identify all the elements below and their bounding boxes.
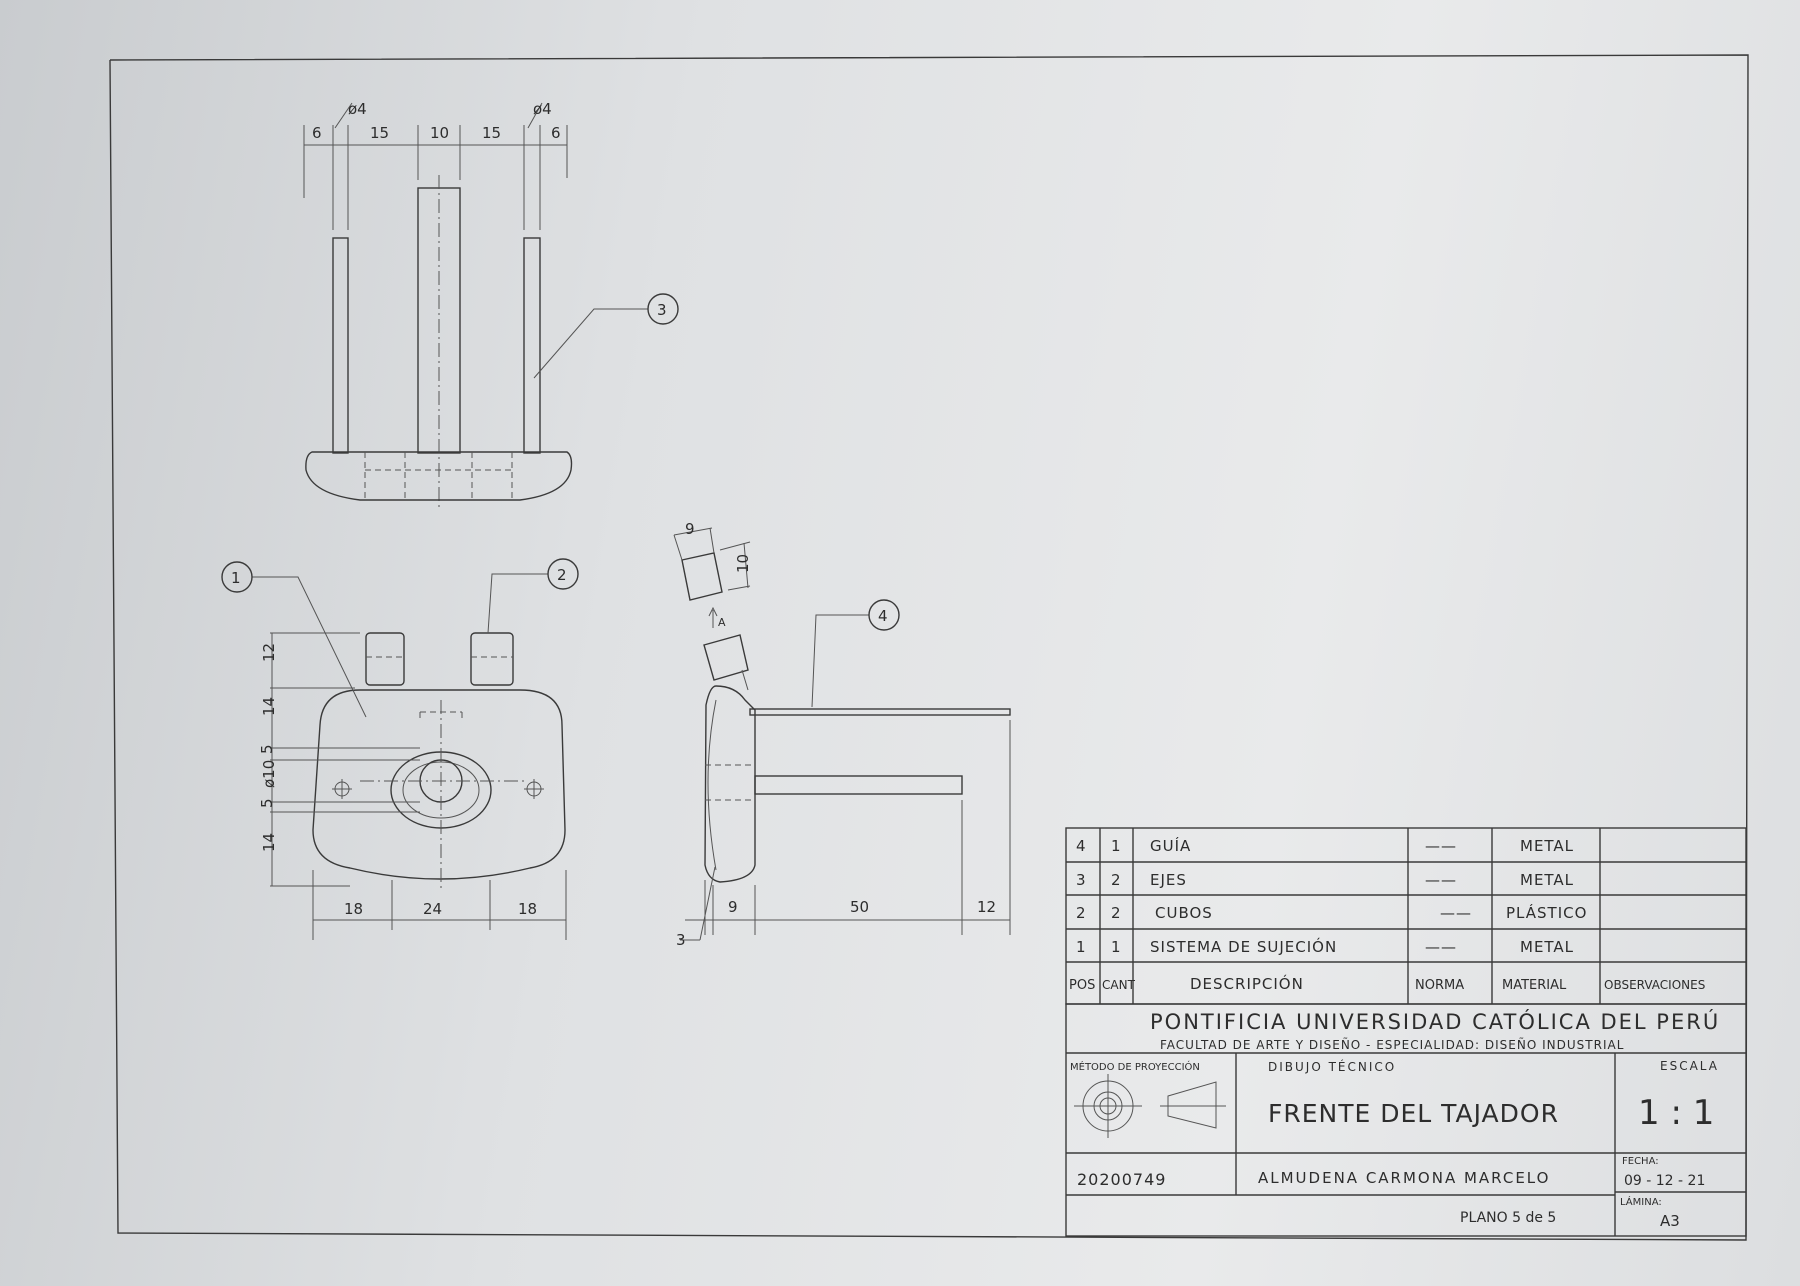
- drawing-border: [109, 54, 1749, 1241]
- header-norma: NORMA: [1415, 978, 1464, 993]
- dim-front-5-top: 5: [258, 744, 276, 754]
- plan-number: PLANO 5 de 5: [1460, 1210, 1556, 1226]
- row-3-pos: 3: [1076, 871, 1087, 889]
- row-2-pos: 2: [1076, 904, 1087, 922]
- dim-top-6-right: 6: [551, 124, 561, 142]
- dim-detail-9: 9: [685, 520, 695, 538]
- row-2-cant: 2: [1111, 904, 1122, 922]
- header-cant: CANT: [1102, 978, 1136, 992]
- row-3-desc: EJES: [1150, 871, 1187, 889]
- dim-top-15-right: 15: [482, 124, 501, 142]
- course-name: DIBUJO TÉCNICO: [1268, 1059, 1396, 1074]
- row-3-cant: 2: [1111, 871, 1122, 889]
- dim-front-12: 12: [260, 643, 278, 662]
- date-label: FECHA:: [1622, 1156, 1659, 1167]
- side-view: 3: [676, 634, 1011, 949]
- front-view: [312, 632, 566, 890]
- dim-side-9: 9: [728, 898, 738, 916]
- title-block: PONTIFICIA UNIVERSIDAD CATÓLICA DEL PERÚ…: [1065, 1003, 1747, 1237]
- row-2-norma: ——: [1440, 904, 1472, 922]
- header-material: MATERIAL: [1502, 978, 1567, 993]
- row-1-material: METAL: [1520, 938, 1574, 956]
- student-code: 20200749: [1077, 1170, 1166, 1189]
- row-1-cant: 1: [1111, 938, 1122, 956]
- side-ref-3: 3: [676, 931, 686, 949]
- row-1-desc: SISTEMA DE SUJECIÓN: [1150, 937, 1337, 956]
- side-view-dimensions: 9 50 12: [685, 720, 1011, 935]
- dim-top-10: 10: [430, 124, 449, 142]
- row-4-material: METAL: [1520, 837, 1574, 855]
- parts-row: 3 2 EJES —— METAL: [1076, 871, 1574, 889]
- row-3-material: METAL: [1520, 871, 1574, 889]
- dim-detail-10: 10: [734, 554, 752, 573]
- date-value: 09 - 12 - 21: [1624, 1173, 1705, 1189]
- top-view-dimensions: ø4 ø4 6 15 10 15 6: [303, 100, 568, 230]
- dim-side-12: 12: [977, 898, 996, 916]
- parts-header: POS CANT DESCRIPCIÓN NORMA MATERIAL OBSE…: [1069, 974, 1705, 993]
- balloon-2: 2: [487, 558, 579, 634]
- header-pos: POS: [1069, 978, 1095, 993]
- faculty-name: FACULTAD DE ARTE Y DISEÑO - ESPECIALIDAD…: [1160, 1037, 1624, 1052]
- dim-front-14-top: 14: [260, 697, 278, 716]
- university-name: PONTIFICIA UNIVERSIDAD CATÓLICA DEL PERÚ: [1150, 1009, 1720, 1034]
- dim-front-18-left: 18: [344, 900, 363, 918]
- dim-front-18-right: 18: [518, 900, 537, 918]
- dim-phi-left: ø4: [348, 100, 367, 118]
- balloon-3: 3: [533, 293, 679, 379]
- dim-phi-right: ø4: [533, 100, 552, 118]
- front-view-dimensions: 12 14 5 ø10 5 14 18 24 18: [258, 632, 567, 940]
- row-4-pos: 4: [1076, 837, 1087, 855]
- dim-front-24: 24: [423, 900, 442, 918]
- dim-side-50: 50: [850, 898, 869, 916]
- row-2-material: PLÁSTICO: [1506, 903, 1587, 922]
- scale-label: ESCALA: [1660, 1059, 1719, 1073]
- balloon-4-label: 4: [878, 607, 888, 625]
- row-3-norma: ——: [1425, 871, 1457, 889]
- drawing-title: FRENTE DEL TAJADOR: [1268, 1099, 1559, 1128]
- row-4-cant: 1: [1111, 837, 1122, 855]
- row-2-desc: CUBOS: [1155, 904, 1213, 922]
- scale-value: 1 : 1: [1638, 1093, 1714, 1133]
- sheet-label: LÁMINA:: [1620, 1195, 1662, 1208]
- sheet-size: A3: [1660, 1212, 1680, 1230]
- balloon-1-label: 1: [231, 569, 241, 587]
- balloon-2-label: 2: [557, 566, 567, 584]
- parts-row: 1 1 SISTEMA DE SUJECIÓN —— METAL: [1076, 937, 1574, 956]
- view-arrow-a: A: [718, 616, 726, 629]
- balloon-1: 1: [221, 561, 367, 718]
- row-1-pos: 1: [1076, 938, 1087, 956]
- dim-top-6-left: 6: [312, 124, 322, 142]
- projection-symbol-icon: [1074, 1074, 1226, 1138]
- parts-row: 2 2 CUBOS —— PLÁSTICO: [1076, 903, 1587, 922]
- dim-top-15-left: 15: [370, 124, 389, 142]
- row-4-desc: GUÍA: [1150, 836, 1191, 855]
- top-view: [305, 175, 573, 510]
- dim-front-14-bottom: 14: [260, 833, 278, 852]
- projection-method-label: MÉTODO DE PROYECCIÓN: [1070, 1060, 1200, 1073]
- dim-front-5-bottom: 5: [258, 798, 276, 808]
- author-name: ALMUDENA CARMONA MARCELO: [1258, 1169, 1550, 1187]
- dim-front-phi10: ø10: [260, 760, 278, 788]
- parts-row: 4 1 GUÍA —— METAL: [1076, 836, 1574, 855]
- parts-list: 4 1 GUÍA —— METAL 3 2 EJES —— METAL 2 2 …: [1065, 827, 1747, 1005]
- row-1-norma: ——: [1425, 938, 1457, 956]
- detail-view-a: 9 10 A: [673, 520, 752, 629]
- balloon-3-label: 3: [657, 301, 667, 319]
- row-4-norma: ——: [1425, 837, 1457, 855]
- balloon-4: 4: [811, 599, 900, 708]
- header-obs: OBSERVACIONES: [1604, 978, 1705, 992]
- header-desc: DESCRIPCIÓN: [1190, 974, 1304, 993]
